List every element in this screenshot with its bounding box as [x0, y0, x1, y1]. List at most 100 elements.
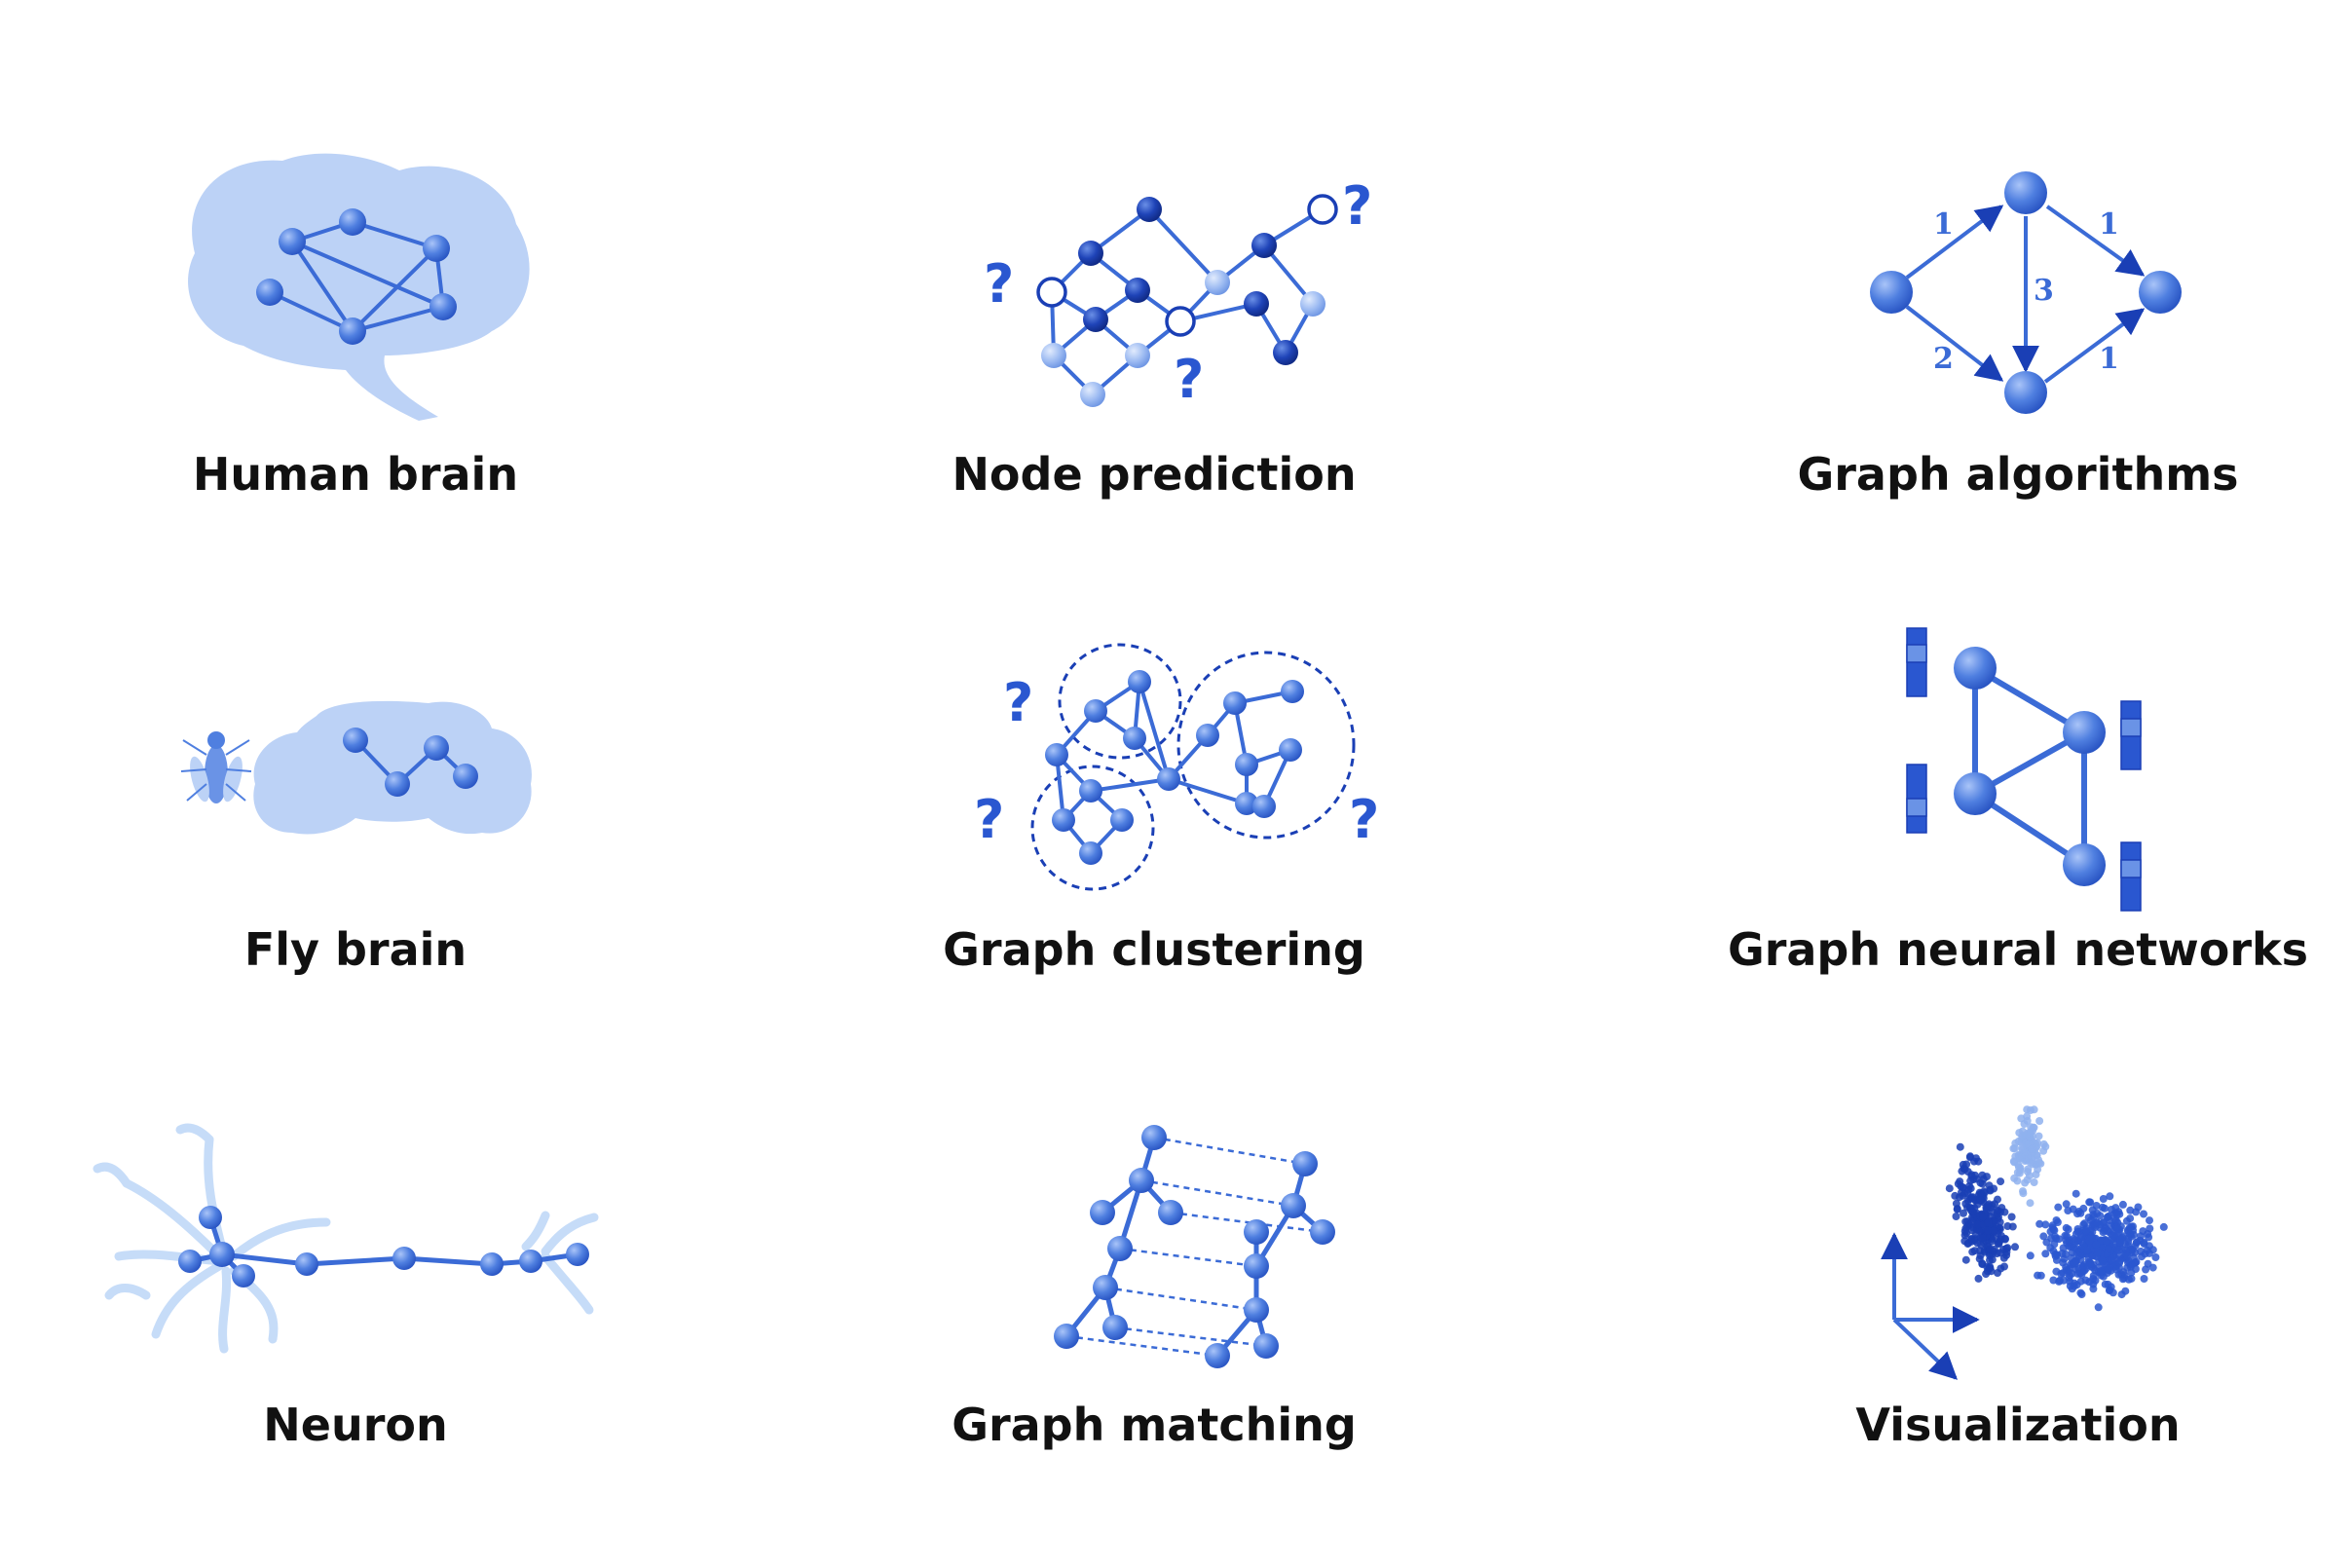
scatter-point	[2083, 1246, 2091, 1254]
scatter-point	[1984, 1218, 1993, 1227]
scatter-point	[2062, 1223, 2071, 1232]
question-mark: ?	[1349, 789, 1379, 850]
scatter-point	[2016, 1153, 2025, 1161]
panel-label-node-prediction: Node prediction	[952, 448, 1357, 501]
scatter-point	[2119, 1268, 2128, 1277]
scatter-point	[1953, 1205, 1961, 1213]
point-clusters	[1945, 1105, 2168, 1312]
scatter-point	[2111, 1265, 2120, 1274]
scatter-point	[2035, 1132, 2043, 1140]
gnn-icon	[1906, 627, 2142, 912]
scatter-point	[2115, 1258, 2124, 1267]
scatter-point	[2010, 1144, 2019, 1153]
scatter-point	[2008, 1222, 2017, 1231]
scatter-point	[1967, 1172, 1976, 1180]
edge-weight-label: 1	[2099, 342, 2119, 376]
scatter-point	[1960, 1227, 1969, 1236]
scatter-point	[1994, 1269, 2001, 1277]
scatter-point	[2007, 1213, 2016, 1221]
scatter-point	[1994, 1206, 2001, 1214]
scatter-point	[2015, 1169, 2024, 1177]
cluster-boundary	[1176, 651, 1356, 840]
scatter-point	[2096, 1212, 2105, 1220]
scatter-point	[1960, 1237, 1969, 1246]
scatter-point	[1988, 1255, 1997, 1264]
scatter-point	[2074, 1251, 2083, 1260]
scatter-point	[2035, 1219, 2044, 1228]
scatter-point	[2099, 1195, 2108, 1203]
node-prediction-icon: ? ? ?	[984, 175, 1372, 410]
panel-label-visualization: Visualization	[1855, 1399, 2181, 1451]
scatter-point	[1962, 1160, 1971, 1169]
scatter-point	[2059, 1258, 2068, 1267]
scatter-point	[2017, 1114, 2026, 1123]
scatter-point	[2145, 1242, 2153, 1251]
scatter-visualization-icon	[1881, 1105, 2168, 1380]
scatter-point	[1960, 1209, 1967, 1217]
scatter-point	[2014, 1137, 2023, 1145]
scatter-point	[2035, 1117, 2044, 1125]
scatter-point	[2035, 1156, 2042, 1164]
unknown-node-icon	[1307, 194, 1338, 225]
scatter-point	[2092, 1202, 2101, 1210]
scatter-point	[1986, 1245, 1995, 1253]
scatter-point	[2097, 1267, 2106, 1275]
panel-label-graph-neural-networks: Graph neural networks	[1727, 923, 2309, 976]
scatter-point	[2027, 1128, 2035, 1137]
cluster-boundary	[1058, 643, 1182, 760]
scatter-point	[2091, 1266, 2100, 1275]
scatter-point	[1979, 1213, 1988, 1221]
panel-label-graph-algorithms: Graph algorithms	[1797, 448, 2239, 501]
scatter-point	[2055, 1277, 2064, 1286]
human-brain-panel	[188, 153, 530, 421]
scatter-point	[2084, 1261, 2093, 1270]
scatter-point	[1983, 1201, 1992, 1210]
scatter-point	[2118, 1275, 2127, 1284]
scatter-point	[2039, 1146, 2048, 1155]
panel-label-human-brain: Human brain	[192, 448, 519, 501]
panel-label-graph-clustering: Graph clustering	[943, 923, 1365, 976]
scatter-point	[1966, 1184, 1975, 1193]
scatter-point	[2101, 1204, 2109, 1213]
scatter-point	[2094, 1249, 2102, 1257]
scatter-point	[2036, 1271, 2045, 1280]
scatter-point	[1979, 1234, 1987, 1243]
scatter-point	[2122, 1251, 2131, 1260]
scatter-point	[2054, 1203, 2063, 1212]
question-mark: ?	[1174, 349, 1204, 410]
scatter-point	[2140, 1275, 2148, 1283]
scatter-point	[2042, 1238, 2051, 1247]
scatter-point	[2053, 1218, 2062, 1226]
scatter-point	[2002, 1245, 2011, 1252]
scatter-point	[2051, 1251, 2060, 1260]
axes-icon	[1881, 1232, 1980, 1380]
scatter-point	[2109, 1231, 2118, 1240]
scatter-point	[2099, 1228, 2108, 1237]
question-mark: ?	[984, 253, 1014, 315]
edge-weight-label: 1	[1933, 207, 1954, 242]
scatter-point	[2013, 1176, 2022, 1185]
scatter-point	[2039, 1139, 2048, 1148]
scatter-point	[2039, 1232, 2048, 1241]
scatter-point	[2070, 1244, 2078, 1251]
scatter-point	[1980, 1187, 1989, 1196]
scatter-point	[2098, 1256, 2107, 1265]
scatter-point	[1961, 1255, 1970, 1264]
scatter-point	[2071, 1259, 2079, 1268]
scatter-point	[2030, 1105, 2038, 1114]
fly-brain-silhouette-icon	[253, 700, 532, 835]
scatter-point	[2134, 1203, 2143, 1212]
scatter-point	[2151, 1253, 2160, 1261]
scatter-point	[1974, 1274, 1983, 1283]
scatter-point	[2111, 1204, 2120, 1213]
scatter-point	[2026, 1199, 2035, 1208]
scatter-point	[2081, 1276, 2090, 1285]
scatter-point	[2121, 1287, 2130, 1295]
scatter-point	[1984, 1226, 1993, 1235]
weighted-digraph-icon: 1 1 3 2 1	[1870, 171, 2182, 414]
scatter-point	[2052, 1267, 2061, 1276]
scatter-point	[2011, 1243, 2019, 1251]
scatter-point	[1967, 1217, 1976, 1226]
unknown-node-icon	[1036, 277, 1067, 308]
scatter-point	[1997, 1177, 2005, 1186]
